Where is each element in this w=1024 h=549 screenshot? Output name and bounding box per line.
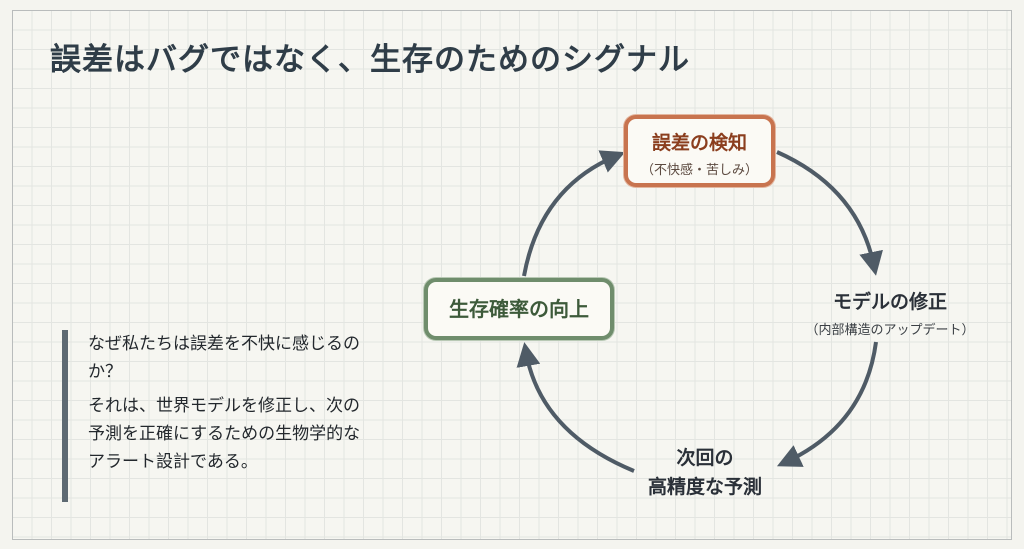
quote-block: なぜ私たちは誤差を不快に感じるのか？ それは、世界モデルを修正し、次の予測を正確… [62,330,372,502]
slide-title: 誤差はバグではなく、生存のためのシグナル [50,42,690,78]
node-title-line2: 高精度な予測 [647,476,762,498]
node-error-detection: 誤差の検知 （不快感・苦しみ） [624,115,775,187]
node-subtitle: （内部構造のアップデート） [805,323,975,338]
node-survival: 生存確率の向上 [424,278,614,340]
quote-answer: それは、世界モデルを修正し、次の予測を正確にするための生物学的なアラート設計であ… [88,396,361,472]
node-subtitle: （不快感・苦しみ） [640,163,758,178]
node-model-update: モデルの修正 （内部構造のアップデート） [790,287,990,338]
node-title: 誤差の検知 [651,132,747,154]
slide-frame [12,10,1012,540]
arrow-model-to-prediction [776,341,878,467]
arrow-detection-to-model [776,150,883,276]
node-title: 生存確率の向上 [449,297,589,321]
node-title: モデルの修正 [832,291,947,313]
node-title-line1: 次回の [676,447,734,469]
arrow-prediction-to-survival [516,342,635,473]
quote-question: なぜ私たちは誤差を不快に感じるのか？ [88,334,360,382]
arrow-survival-to-detection [522,150,626,277]
node-prediction: 次回の 高精度な予測 [620,444,790,502]
